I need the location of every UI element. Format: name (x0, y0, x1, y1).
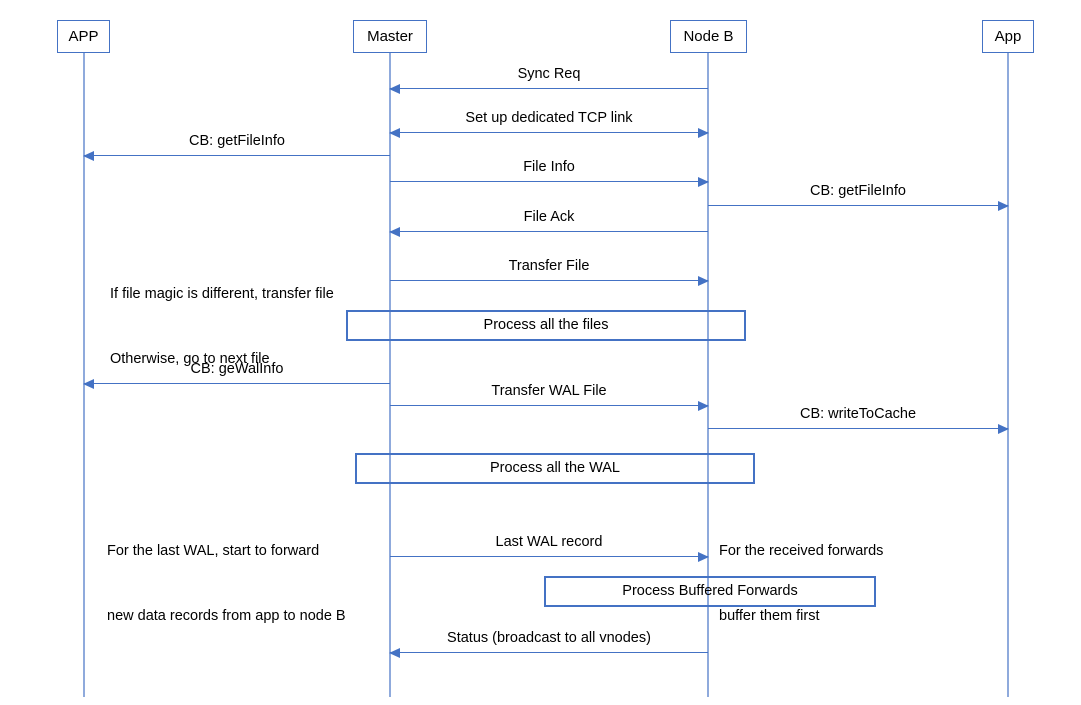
message-label: CB: writeToCache (799, 405, 917, 422)
process-box-label: Process all the WAL (489, 460, 620, 477)
participant-app-right-label: App (994, 28, 1022, 45)
message-label: CB: getFileInfo (810, 182, 906, 199)
note-line-2: Otherwise, go to next file (110, 350, 270, 367)
note-line-2: buffer them first (719, 607, 820, 624)
process-box-label: Process Buffered Forwards (622, 583, 798, 600)
message-line (390, 231, 708, 233)
message-label: CB: getFileInfo (189, 132, 285, 149)
message-line (390, 88, 708, 90)
message-label: CB: geWalInfo (190, 360, 284, 377)
arrowhead-left-icon (83, 378, 94, 389)
participant-node-b-label: Node B (683, 28, 734, 45)
participant-app-left[interactable]: APP (57, 20, 110, 53)
lifeline-master (389, 52, 391, 697)
message-label: Transfer File (508, 257, 590, 274)
arrowhead-left-icon (83, 150, 94, 161)
note-line-1: For the received forwards (719, 542, 884, 559)
process-box-process-buffered-forwards[interactable]: Process Buffered Forwards (544, 576, 876, 607)
note-last-wal-forward: For the last WAL, start to forward new d… (107, 497, 397, 671)
lifeline-app-left (83, 52, 85, 697)
arrowhead-right-icon (698, 275, 709, 286)
message-line (84, 155, 390, 157)
note-line-1: For the last WAL, start to forward (107, 542, 320, 559)
arrowhead-left-icon (389, 127, 400, 138)
message-label: Set up dedicated TCP link (465, 109, 633, 126)
arrowhead-right-icon (698, 127, 709, 138)
note-line-2: new data records from app to node B (107, 607, 346, 624)
message-label: Transfer WAL File (491, 382, 607, 399)
message-label: File Info (523, 158, 575, 175)
arrowhead-right-icon (698, 400, 709, 411)
note-file-magic: If file magic is different, transfer fil… (110, 240, 390, 414)
message-label: File Ack (523, 208, 575, 225)
process-box-label: Process all the files (483, 317, 609, 334)
arrowhead-left-icon (389, 647, 400, 658)
message-line (390, 280, 708, 282)
arrowhead-left-icon (389, 83, 400, 94)
process-box-process-all-wal[interactable]: Process all the WAL (355, 453, 755, 484)
message-line (84, 383, 390, 385)
arrowhead-right-icon (698, 551, 709, 562)
participant-node-b[interactable]: Node B (670, 20, 747, 53)
message-label: Status (broadcast to all vnodes) (447, 629, 651, 646)
message-line (390, 405, 708, 407)
message-label: Sync Req (517, 65, 581, 82)
lifeline-app-right (1007, 52, 1009, 697)
arrowhead-left-icon (389, 226, 400, 237)
message-line (390, 181, 708, 183)
participant-app-left-label: APP (68, 28, 99, 45)
lifeline-node-b (707, 52, 709, 697)
message-line (390, 556, 708, 558)
note-received-forwards: For the received forwards buffer them fi… (719, 497, 949, 671)
participant-app-right[interactable]: App (982, 20, 1034, 53)
message-line (708, 205, 1008, 207)
arrowhead-right-icon (998, 200, 1009, 211)
arrowhead-right-icon (698, 176, 709, 187)
note-line-1: If file magic is different, transfer fil… (110, 285, 334, 302)
message-label: Last WAL record (495, 533, 603, 550)
message-line (390, 132, 708, 134)
message-line (390, 652, 708, 654)
message-line (708, 428, 1008, 430)
process-box-process-all-files[interactable]: Process all the files (346, 310, 746, 341)
participant-master[interactable]: Master (353, 20, 427, 53)
participant-master-label: Master (367, 28, 413, 45)
arrowhead-right-icon (998, 423, 1009, 434)
